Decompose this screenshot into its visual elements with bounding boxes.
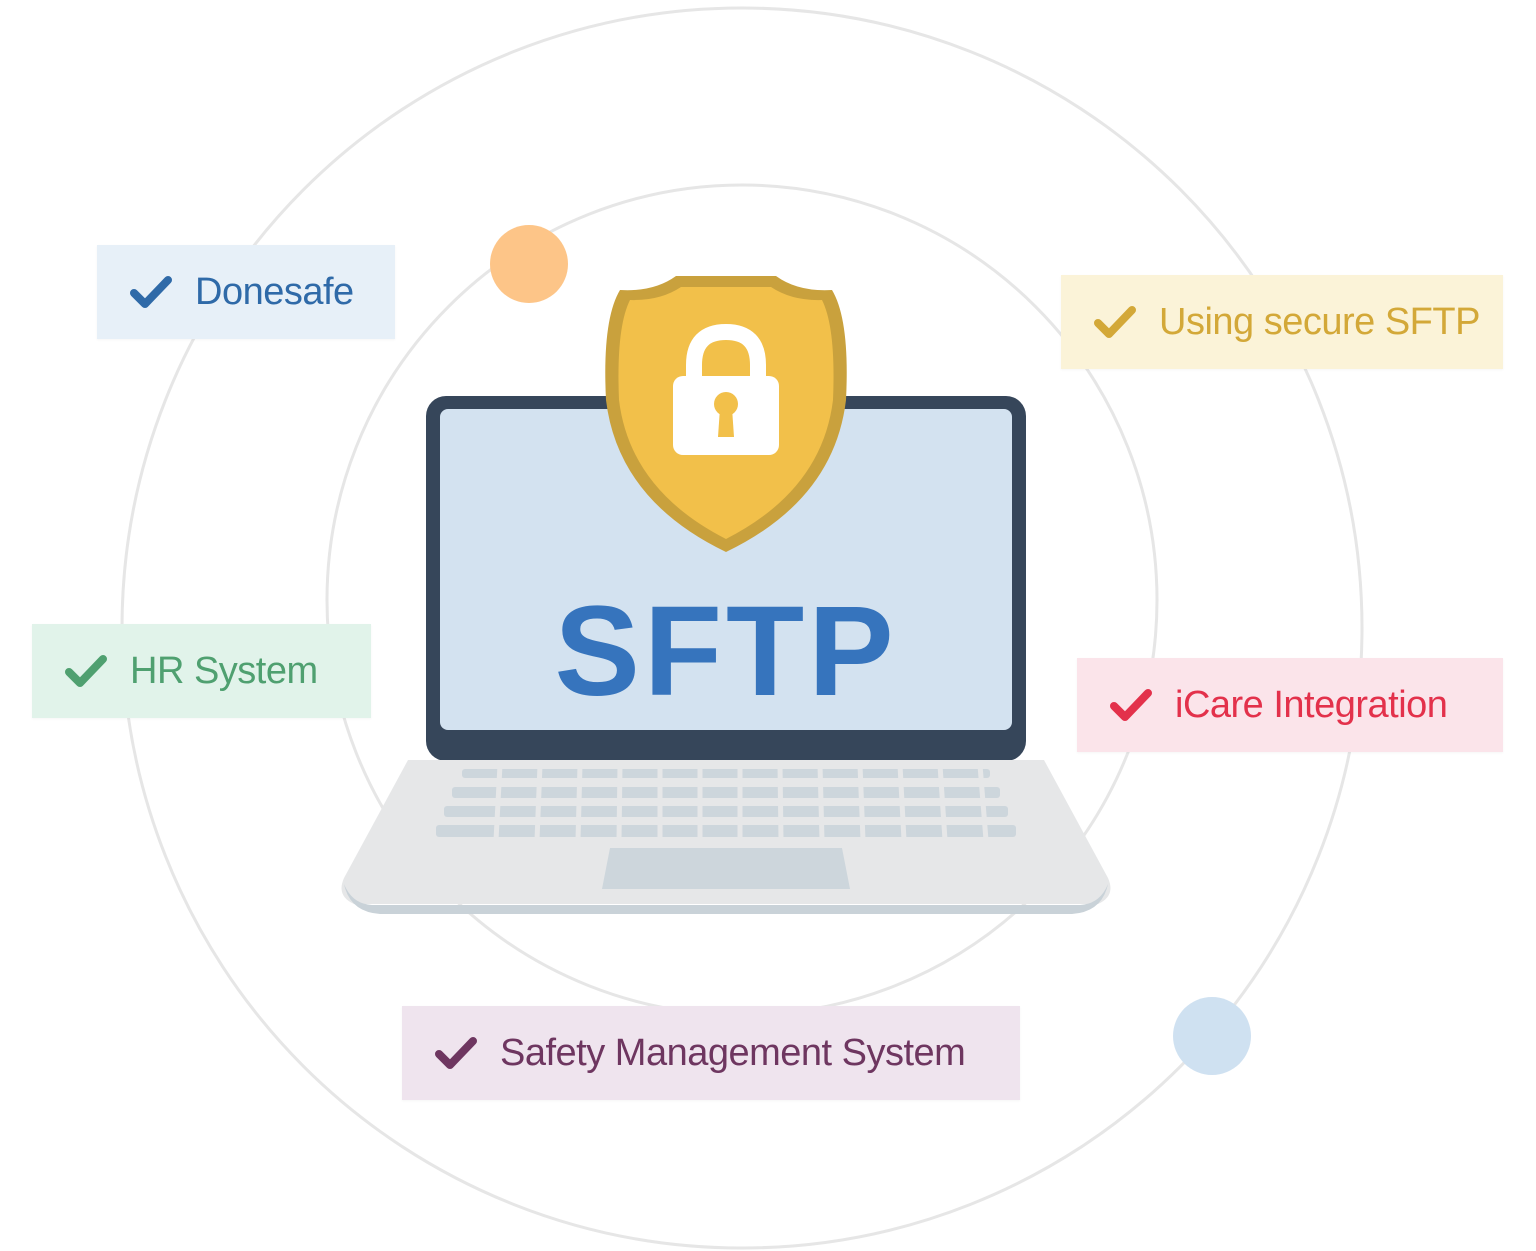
- checkmark-icon: [129, 270, 173, 314]
- tag-safety-management-system: Safety Management System: [402, 1006, 1020, 1100]
- blue-orbit-dot: [1173, 997, 1251, 1075]
- laptop-screen: [440, 409, 1012, 730]
- checkmark-icon: [64, 649, 108, 693]
- laptop-trackpad: [602, 848, 850, 889]
- laptop-base-edge: [344, 884, 1108, 914]
- checkmark-icon: [434, 1031, 478, 1075]
- tag-label: Using secure SFTP: [1159, 300, 1480, 343]
- checkmark-icon: [1093, 300, 1137, 344]
- tag-label: iCare Integration: [1175, 683, 1448, 726]
- orange-orbit-dot: [490, 225, 568, 303]
- checkmark-icon: [1109, 683, 1153, 727]
- padlock-icon: [673, 323, 779, 455]
- tag-hr-system: HR System: [32, 624, 371, 718]
- screen-sftp-label: SFTP: [554, 580, 898, 723]
- tag-label: Donesafe: [195, 270, 354, 313]
- tag-icare-integration: iCare Integration: [1077, 658, 1503, 752]
- tag-label: HR System: [130, 649, 318, 692]
- tag-donesafe: Donesafe: [97, 245, 395, 339]
- keyboard-key-gaps: [493, 764, 989, 841]
- tag-using-secure-sftp: Using secure SFTP: [1061, 275, 1503, 369]
- tag-label: Safety Management System: [500, 1031, 966, 1074]
